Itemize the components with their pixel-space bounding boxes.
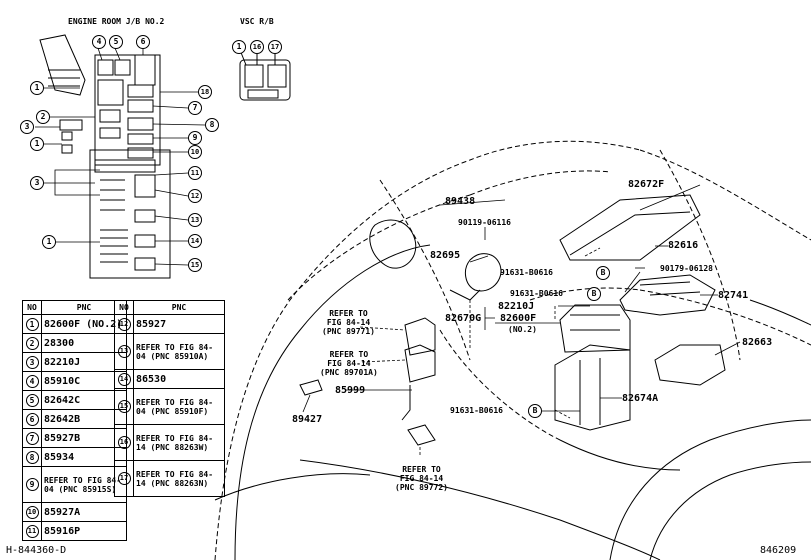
part-91631-c: 91631-B0616 (450, 406, 503, 415)
inset-leaders (35, 47, 206, 266)
row-no: 11 (25, 524, 39, 538)
dashed-leaders (359, 247, 601, 455)
junction-block (559, 304, 631, 353)
car-body-solid (214, 244, 811, 560)
part-82741: 82741 (718, 290, 749, 301)
row-pnc: 85927 (133, 314, 225, 334)
inset-engine-room-jb (39, 34, 171, 279)
part-82600F-no2: (NO.2) (508, 325, 537, 334)
callout-3a: 3 (20, 120, 34, 134)
header-no: NO (114, 300, 134, 315)
engine-room-jb-title: ENGINE ROOM J/B NO.2 (68, 17, 165, 26)
badge-b-a: B (596, 266, 610, 280)
row-no: 1 (25, 317, 39, 331)
connector-89427 (299, 379, 323, 396)
callout-12: 12 (188, 189, 202, 203)
header-pnc: PNC (133, 300, 225, 315)
part-82672F: 82672F (628, 179, 665, 190)
row-no: 12 (117, 317, 131, 331)
callout-1a: 1 (30, 81, 44, 95)
callout-15: 15 (188, 258, 202, 272)
lower-case (554, 344, 631, 431)
row-pnc: REFER TO FIG 84-04 (PNC 85910A) (133, 333, 225, 370)
badge-b-b: B (587, 287, 601, 301)
row-pnc: 86530 (133, 369, 225, 389)
callout-11: 11 (188, 166, 202, 180)
row-no: 3 (25, 355, 39, 369)
part-82670G: 82670G (445, 313, 482, 324)
callout-3b: 3 (30, 176, 44, 190)
row-no: 15 (117, 400, 131, 413)
row-no: 4 (25, 374, 39, 388)
relay-bracket-left (401, 317, 436, 446)
footer-right-code: 846209 (760, 545, 797, 556)
fuse-box-cover (559, 194, 701, 261)
callout-7: 7 (188, 101, 202, 115)
badge-b-c: B (528, 404, 542, 418)
callout-18: 18 (198, 85, 212, 99)
part-82695: 82695 (430, 250, 461, 261)
row-no: 8 (25, 450, 39, 464)
row-no: 9 (25, 478, 39, 491)
row-no: 17 (117, 472, 131, 485)
part-82663: 82663 (742, 337, 773, 348)
row-pnc: 85916P (41, 521, 127, 541)
row-pnc: REFER TO FIG 84-04 (PNC 85915S) (41, 466, 127, 503)
part-82210J: 82210J (498, 301, 535, 312)
part-82674A: 82674A (622, 393, 659, 404)
car-body-outline (214, 140, 811, 560)
row-no: 5 (25, 393, 39, 407)
row-pnc: 85927A (41, 502, 127, 522)
callout-8: 8 (205, 118, 219, 132)
row-no: 6 (25, 412, 39, 426)
part-85999: 85999 (335, 385, 366, 396)
callout-1b: 1 (30, 137, 44, 151)
part-89427: 89427 (292, 414, 323, 425)
callout-9: 9 (188, 131, 202, 145)
row-no: 2 (25, 336, 39, 350)
vsc-rb-title: VSC R/B (240, 17, 274, 26)
row-no: 14 (117, 372, 131, 386)
callout-13: 13 (188, 213, 202, 227)
callout-16: 16 (250, 40, 264, 54)
row-pnc: REFER TO FIG 84-14 (PNC 88263W) (133, 424, 225, 461)
relay-block-82741 (619, 274, 716, 316)
part-91631-b: 91631-B0616 (510, 289, 563, 298)
callout-17: 17 (268, 40, 282, 54)
callout-1c: 1 (42, 235, 56, 249)
row-no: 7 (25, 431, 39, 445)
callout-14: 14 (188, 234, 202, 248)
part-90179-06128: 90179-06128 (660, 264, 713, 273)
row-no: 16 (117, 436, 131, 449)
row-no: 10 (25, 505, 39, 519)
leader-lines (302, 184, 741, 413)
part-89438: 89438 (445, 196, 476, 207)
part-82600F: 82600F (500, 313, 537, 324)
row-pnc: REFER TO FIG 84-14 (PNC 88263N) (133, 460, 225, 497)
inset-vsc-rb (239, 49, 291, 101)
footer-left-code: H-844360-D (6, 545, 67, 556)
header-no: NO (22, 300, 42, 315)
part-90119-06116: 90119-06116 (458, 218, 511, 227)
callout-2: 2 (36, 110, 50, 124)
bracket-82663 (654, 344, 726, 386)
callout-vsc-1: 1 (232, 40, 246, 54)
callout-5: 5 (109, 35, 123, 49)
callout-6: 6 (136, 35, 150, 49)
callout-4: 4 (92, 35, 106, 49)
row-no: 13 (117, 345, 131, 358)
part-91631-a: 91631-B0616 (500, 268, 553, 277)
row-pnc: REFER TO FIG 84-04 (PNC 85910F) (133, 388, 225, 425)
callout-10: 10 (188, 145, 202, 159)
part-82616: 82616 (668, 240, 699, 251)
